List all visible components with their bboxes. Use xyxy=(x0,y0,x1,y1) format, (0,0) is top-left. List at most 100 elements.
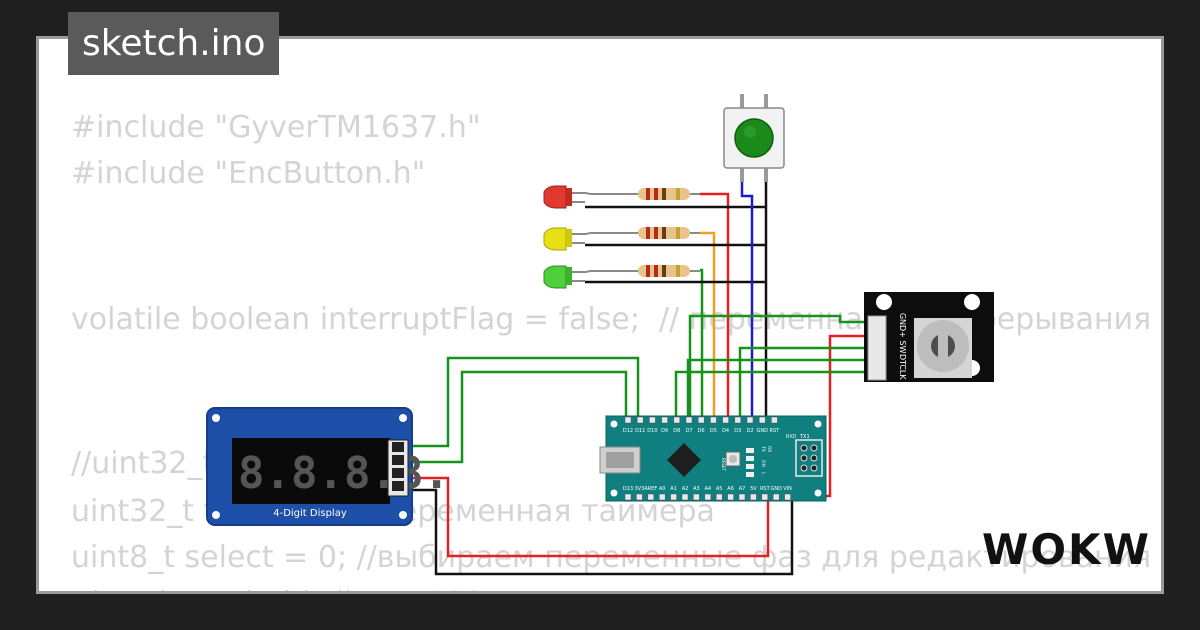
icsp-header xyxy=(795,439,823,477)
pin-a3[interactable] xyxy=(693,493,700,501)
code-line: uint8_t select = 0; //выбираем переменны… xyxy=(71,540,1152,575)
wire-enc-gnd[interactable] xyxy=(688,314,868,418)
wire-led-green[interactable] xyxy=(700,268,704,418)
wire-enc-dt[interactable] xyxy=(686,358,868,418)
pin-label: A7 xyxy=(739,486,746,492)
pin-label: VIN xyxy=(783,486,792,492)
pin-label: 5V xyxy=(750,486,757,492)
wokwi-logo: WOKWi xyxy=(982,525,1148,574)
pin-a1[interactable] xyxy=(670,493,677,501)
arduino-top-pins[interactable] xyxy=(624,416,778,424)
pin-d13[interactable] xyxy=(624,493,632,501)
window-title-tab[interactable]: sketch.ino xyxy=(68,12,280,75)
on-label: ON xyxy=(760,460,766,467)
pin-label: AREF xyxy=(644,486,657,492)
pin-label: D8 xyxy=(673,428,680,434)
pin-label: D6 xyxy=(698,428,705,434)
pin-label: A2 xyxy=(682,486,689,492)
code-line: #include "EncButton.h" xyxy=(71,156,426,191)
pin-d6[interactable] xyxy=(697,416,705,424)
arduino-bottom-pins[interactable] xyxy=(624,493,791,501)
pin-d4[interactable] xyxy=(722,416,729,424)
wire-button-signal[interactable] xyxy=(740,180,754,418)
pin-rst[interactable] xyxy=(761,493,769,501)
led-green[interactable] xyxy=(543,265,591,289)
pin-d5[interactable] xyxy=(710,416,717,424)
pin-label: A1 xyxy=(670,486,677,492)
encoder-pin-label: + xyxy=(898,331,907,338)
pin-d11[interactable] xyxy=(636,416,644,424)
led-l-icon xyxy=(746,472,754,477)
wire-display-dio[interactable] xyxy=(398,370,628,464)
pin-label: RST xyxy=(770,428,781,434)
wire-led-red[interactable] xyxy=(700,192,730,418)
pin-a4[interactable] xyxy=(704,493,712,501)
wires xyxy=(398,180,868,576)
wire-display-gnd[interactable] xyxy=(398,488,794,576)
wire-display-vcc[interactable] xyxy=(398,476,770,558)
pin-a5[interactable] xyxy=(715,493,723,501)
microcontroller-chip xyxy=(667,443,701,477)
l-label: L xyxy=(760,472,766,475)
code-line: #include "GyverTM1637.h" xyxy=(71,110,481,145)
pin-rst[interactable] xyxy=(771,416,778,424)
pin-label: A5 xyxy=(716,486,723,492)
encoder-pin-label: DT xyxy=(898,354,907,365)
pin-a7[interactable] xyxy=(738,493,746,501)
wire-enc-clk[interactable] xyxy=(674,370,868,418)
pin-label: D4 xyxy=(722,428,729,434)
resistor-1[interactable] xyxy=(590,188,700,200)
pin-label: A6 xyxy=(727,486,734,492)
pin-label: D2 xyxy=(746,428,753,434)
rx0-label: RX0 xyxy=(786,434,796,440)
encoder-pin-label: GND xyxy=(898,313,907,331)
pin-3v3[interactable] xyxy=(636,493,643,501)
pin-gnd[interactable] xyxy=(758,416,766,424)
led-red[interactable] xyxy=(543,185,591,209)
pin-label: D11 xyxy=(635,428,645,434)
resistor-2[interactable] xyxy=(590,227,700,239)
pin-label: RST xyxy=(760,486,771,492)
pin-label: D3 xyxy=(734,428,741,434)
pin-vin[interactable] xyxy=(784,493,791,501)
pin-label: D10 xyxy=(647,428,657,434)
pin-d3[interactable] xyxy=(734,416,742,424)
display-digits: 8.8.8.8. xyxy=(238,448,450,499)
encoder-pin-label: SW xyxy=(898,341,907,354)
pin-a0[interactable] xyxy=(658,493,666,501)
reset-label: RESET xyxy=(721,458,726,471)
pin-5v[interactable] xyxy=(750,493,757,501)
pin-d12[interactable] xyxy=(624,416,632,424)
pin-d10[interactable] xyxy=(649,416,656,424)
pin-label: GND xyxy=(756,428,768,434)
pin-label: A4 xyxy=(704,486,711,492)
pin-d9[interactable] xyxy=(661,416,668,424)
pin-d7[interactable] xyxy=(685,416,693,424)
push-button[interactable] xyxy=(723,94,785,182)
pin-label: D5 xyxy=(710,428,717,434)
led-on-icon xyxy=(746,464,754,469)
wire-led-yellow[interactable] xyxy=(700,231,716,418)
wire-enc-sw[interactable] xyxy=(738,346,868,418)
pin-gnd[interactable] xyxy=(772,493,780,501)
pin-d8[interactable] xyxy=(673,416,681,424)
pin-d2[interactable] xyxy=(746,416,754,424)
wokwi-logo-text: WOKWi xyxy=(982,525,1148,574)
display-label: 4-Digit Display xyxy=(273,508,347,519)
pin-label: D9 xyxy=(661,428,668,434)
led-tx-icon xyxy=(746,448,754,453)
pin-label: D13 xyxy=(623,486,633,492)
tm1637-display[interactable]: 8.8.8.8. 4-Digit Display xyxy=(206,407,450,526)
pin-aref[interactable] xyxy=(647,493,655,501)
pin-label: 3V3 xyxy=(635,486,645,492)
pin-label: GND xyxy=(770,486,782,492)
pin-a2[interactable] xyxy=(681,493,689,501)
led-yellow[interactable] xyxy=(543,227,591,251)
pin-a6[interactable] xyxy=(727,493,734,501)
resistor-3[interactable] xyxy=(590,265,700,277)
encoder-pin-label: CLK xyxy=(898,364,907,380)
wire-display-clk[interactable] xyxy=(398,356,640,448)
